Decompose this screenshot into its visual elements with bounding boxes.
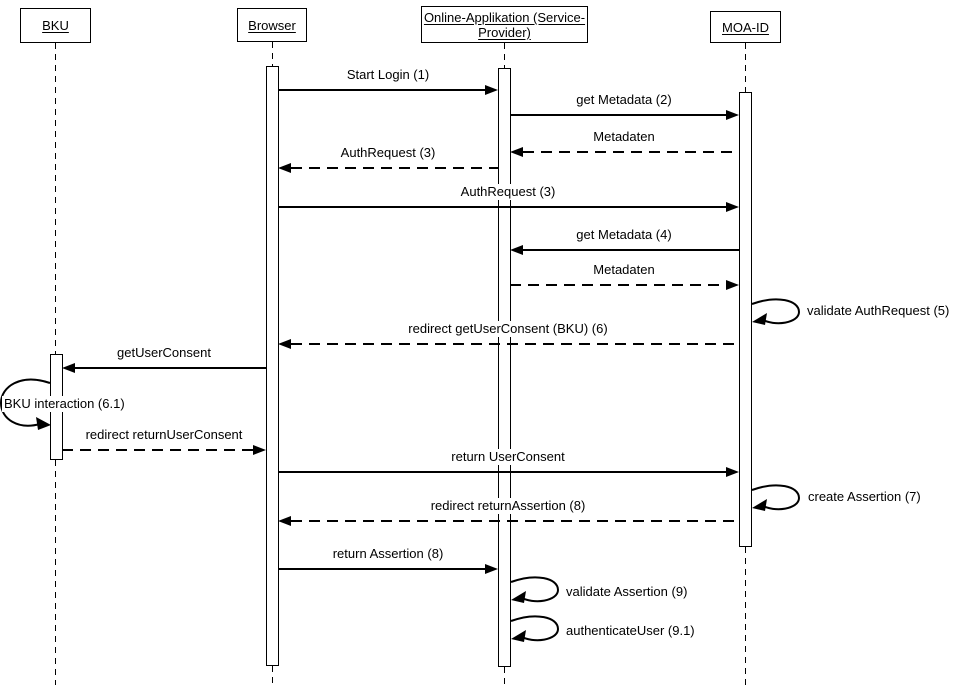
message-line	[291, 167, 498, 169]
message-label: BKU interaction (6.1)	[2, 396, 127, 412]
message-label: AuthRequest (3)	[457, 184, 559, 200]
lifeline-moa-id-upper	[745, 43, 746, 92]
message-line	[291, 343, 739, 345]
message-label: get Metadata (2)	[573, 92, 675, 108]
message-label: AuthRequest (3)	[337, 145, 439, 161]
lifeline-online-applikation-upper	[504, 43, 505, 68]
lifeline-bku-upper	[55, 43, 56, 354]
self-loop-icon	[510, 615, 560, 642]
lifeline-online-applikation-lower	[504, 667, 505, 686]
message-label: Metadaten	[590, 262, 658, 278]
message-line	[278, 568, 486, 570]
self-loop-icon	[751, 298, 801, 325]
message-line	[278, 89, 486, 91]
message-line	[523, 249, 739, 251]
message-line	[510, 284, 726, 286]
arrowhead-right-icon	[726, 467, 739, 477]
arrowhead-right-icon	[253, 445, 266, 455]
arrowhead-left-icon	[278, 339, 291, 349]
message-line	[523, 151, 739, 153]
message-label: authenticateUser (9.1)	[564, 623, 697, 639]
message-line	[278, 471, 726, 473]
arrowhead-right-icon	[726, 202, 739, 212]
actor-label: Browser	[248, 17, 296, 33]
actor-label: BKU	[42, 18, 69, 33]
self-loop-icon	[751, 484, 801, 511]
self-loop-icon	[510, 576, 560, 603]
arrowhead-left-icon	[278, 516, 291, 526]
message-line	[278, 206, 726, 208]
lifeline-browser-lower	[272, 666, 273, 686]
arrowhead-right-icon	[485, 564, 498, 574]
actor-online-applikation: Online-Applikation (Service- Provider)	[421, 6, 588, 43]
activation-moa-id	[739, 92, 752, 547]
arrowhead-left-icon	[510, 245, 523, 255]
message-label: redirect getUserConsent (BKU) (6)	[405, 321, 611, 337]
lifeline-moa-id-lower	[745, 547, 746, 686]
lifeline-browser-upper	[272, 42, 273, 66]
actor-label: MOA-ID	[722, 19, 769, 35]
message-label: return Assertion (8)	[329, 546, 447, 562]
message-label: validate AuthRequest (5)	[805, 303, 952, 319]
message-label: redirect returnUserConsent	[82, 427, 246, 443]
message-label: Metadaten	[590, 129, 658, 145]
message-line	[75, 367, 266, 369]
message-label: get Metadata (4)	[573, 227, 675, 243]
message-line	[291, 520, 739, 522]
arrowhead-right-icon	[726, 110, 739, 120]
message-label: create Assertion (7)	[806, 489, 923, 505]
arrowhead-right-icon	[485, 85, 498, 95]
actor-browser: Browser	[237, 8, 307, 42]
message-label: redirect returnAssertion (8)	[427, 498, 589, 514]
activation-online-applikation	[498, 68, 511, 667]
actor-label: Provider)	[478, 24, 531, 40]
lifeline-bku-lower	[55, 460, 56, 685]
message-label: getUserConsent	[114, 345, 214, 361]
actor-label: Online-Applikation (Service-	[423, 9, 586, 25]
message-label: return UserConsent	[448, 449, 568, 465]
activation-browser	[266, 66, 279, 666]
message-label: validate Assertion (9)	[564, 584, 690, 600]
actor-moa-id: MOA-ID	[710, 11, 781, 43]
arrowhead-right-icon	[726, 280, 739, 290]
message-label: Start Login (1)	[343, 67, 433, 83]
arrowhead-left-icon	[62, 363, 75, 373]
arrowhead-left-icon	[510, 147, 523, 157]
message-line	[510, 114, 726, 116]
arrowhead-left-icon	[278, 163, 291, 173]
message-line	[62, 449, 253, 451]
self-loop-icon	[0, 378, 51, 430]
actor-bku: BKU	[20, 8, 91, 43]
